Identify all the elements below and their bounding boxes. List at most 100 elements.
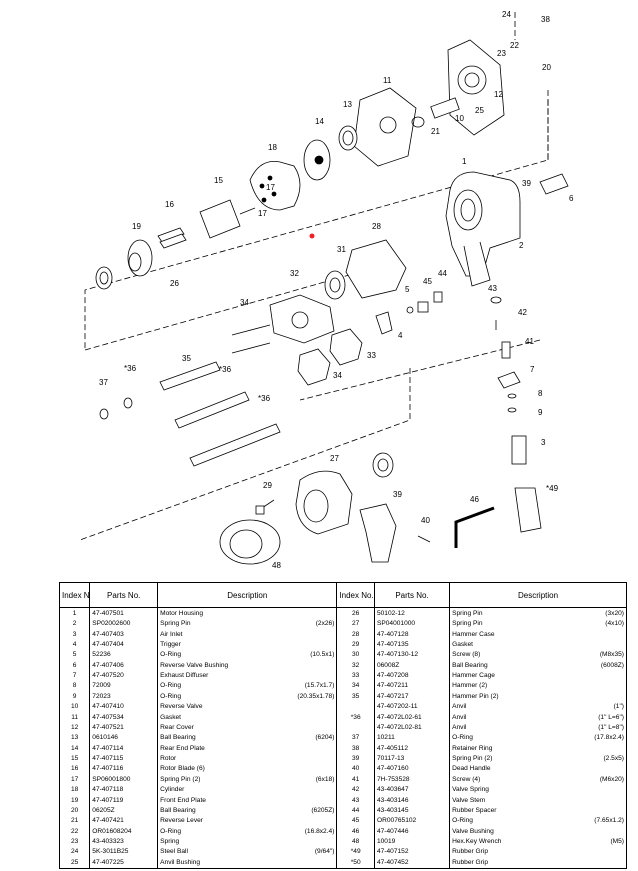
cell-index: 8 <box>58 680 91 692</box>
rotor-blades <box>157 227 187 249</box>
rear-cover <box>447 39 505 136</box>
cell-description: Spring Pin(4x10) <box>449 618 627 629</box>
cell-description: Anvil Bushing <box>157 857 338 869</box>
cell-index: 40 <box>336 763 375 775</box>
cell-description: Dead Handle <box>449 763 627 775</box>
callout-16: 16 <box>165 200 174 209</box>
cell-index: 33 <box>336 670 375 681</box>
callout-20: 20 <box>542 63 551 72</box>
cell-index: 20 <box>58 805 91 816</box>
cell-description: Hammer (2) <box>449 680 627 692</box>
cell-part-number: 47-407208 <box>373 670 451 681</box>
callout-21: 21 <box>431 127 440 136</box>
description-text: Ball Bearing <box>160 806 196 814</box>
cell-index: 28 <box>336 628 375 640</box>
cell-part-number: 7H-753528 <box>373 774 451 785</box>
description-text: Rear Cover <box>160 723 194 731</box>
cell-index: 41 <box>336 774 375 785</box>
cell-index: 14 <box>58 743 91 754</box>
callout-13: 13 <box>343 100 352 109</box>
description-spec: (2x26) <box>315 620 335 628</box>
cell-part-number: 47-407534 <box>89 711 159 723</box>
cell-index: 17 <box>58 774 91 785</box>
callout-6: 6 <box>569 194 574 203</box>
description-spec: (1" L=6") <box>598 713 624 721</box>
cell-part-number: 47-407217 <box>373 691 451 702</box>
cell-part-number: 06008Z <box>373 660 451 671</box>
callout-48: 48 <box>272 561 281 570</box>
cell-part-number: SP04001000 <box>373 618 451 629</box>
description-text: Rotor Blade (6) <box>160 765 205 773</box>
cell-index: 35 <box>336 691 375 702</box>
header-index: Index No. <box>58 582 91 608</box>
callout-2: 2 <box>519 241 524 250</box>
hammer-cage <box>269 294 335 344</box>
description-text: O-Ring <box>452 734 473 742</box>
description-text: Hammer (2) <box>452 682 488 690</box>
description-text: Rubber Grip <box>452 848 488 856</box>
description-text: Motor Housing <box>160 609 204 617</box>
cell-description: Spring Pin(3x20) <box>449 607 627 619</box>
description-spec: (16.8x2.4) <box>304 827 335 835</box>
cell-index <box>336 701 375 712</box>
cell-part-number: 43-403145 <box>373 805 451 816</box>
cell-index: *50 <box>336 857 375 869</box>
cell-description: O-Ring(20.35x1.78) <box>157 691 338 702</box>
cell-part-number: 43-403323 <box>89 836 159 847</box>
description-text: O-Ring <box>452 817 473 825</box>
description-text: Front End Plate <box>160 796 206 804</box>
cell-index: 29 <box>336 639 375 650</box>
callout-19: 19 <box>132 222 141 231</box>
description-text: Exhaust Diffuser <box>160 672 209 679</box>
callout-37: 37 <box>99 378 108 387</box>
cell-index: 6 <box>58 660 91 671</box>
callout-1: 1 <box>462 157 467 166</box>
cell-index: 44 <box>336 805 375 816</box>
description-text: Cylinder <box>160 786 185 794</box>
reverse-valve <box>411 97 460 128</box>
cell-description: O-Ring(16.8x2.4) <box>157 826 338 837</box>
cylinder <box>249 161 301 211</box>
description-text: Reverse Valve <box>160 703 203 711</box>
cell-index: 34 <box>336 680 375 692</box>
description-text: Anvil <box>452 713 467 721</box>
description-text: Hammer Pin (2) <box>452 692 499 700</box>
description-text: O-Ring <box>160 682 182 690</box>
cell-part-number: 70117-13 <box>373 753 451 764</box>
cell-description: Screw (4)(M6x20) <box>449 774 627 785</box>
description-text: Valve Spring <box>452 786 489 794</box>
description-spec: (6x18) <box>315 775 335 783</box>
callout-star-36: *36 <box>219 365 232 374</box>
cell-part-number: 47-4072L02-81 <box>373 722 451 733</box>
description-text: Hex.Key Wrench <box>452 838 502 845</box>
cell-part-number: 47-407119 <box>89 794 159 806</box>
description-spec: (M5) <box>610 838 624 845</box>
cell-part-number: 43-403146 <box>373 794 451 806</box>
cell-index: 38 <box>336 743 375 754</box>
cell-description: Valve Spring <box>449 784 627 795</box>
hammers <box>297 328 363 386</box>
cell-part-number: 47-407135 <box>373 639 451 650</box>
callout-42: 42 <box>518 308 527 317</box>
callout-4: 4 <box>398 331 403 340</box>
callout-18: 18 <box>268 143 277 152</box>
assembly-guide-lines <box>79 12 549 541</box>
description-text: Screw (4) <box>452 775 481 783</box>
callout-labels: 1234567891011121314151617171819202122232… <box>99 10 574 570</box>
cell-index: 5 <box>58 649 91 661</box>
cell-description: Hex.Key Wrench (M5) <box>449 836 627 847</box>
rear-end-plate <box>303 139 331 181</box>
description-text: Gasket <box>452 640 473 648</box>
callout-35: 35 <box>182 354 191 363</box>
cell-description: Ball Bearing(6204) <box>157 732 338 744</box>
description-text: Ball Bearing <box>452 661 488 669</box>
